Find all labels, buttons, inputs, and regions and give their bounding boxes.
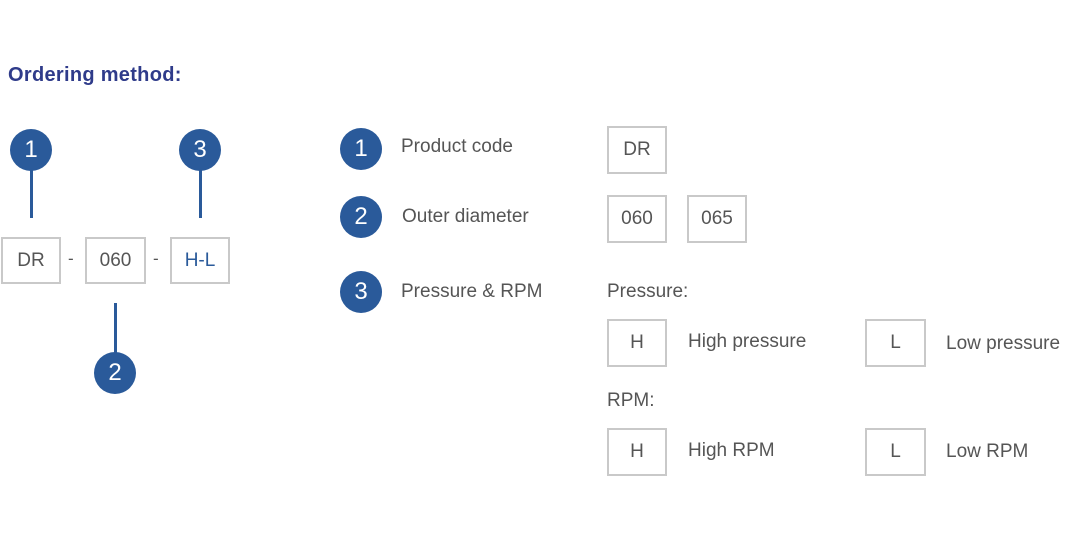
rpm-high-box: H: [607, 428, 667, 476]
marker-1-connector: [30, 170, 33, 218]
code-separator: -: [68, 249, 74, 268]
marker-3-badge: 3: [179, 129, 221, 171]
pressure-heading: Pressure:: [607, 281, 689, 302]
marker-2-badge: 2: [94, 352, 136, 394]
diameter-box-060: 060: [607, 195, 667, 243]
pressure-low-label: Low pressure: [946, 333, 1061, 354]
marker-1-badge: 1: [10, 129, 52, 171]
code-box-product: DR: [1, 237, 61, 284]
code-separator: -: [153, 249, 159, 268]
pressure-low-box: L: [865, 319, 926, 367]
legend-2-label: Outer diameter: [402, 206, 529, 227]
legend-2-badge: 2: [340, 196, 382, 238]
rpm-heading: RPM:: [607, 390, 655, 411]
marker-3-connector: [199, 170, 202, 218]
legend-3-label: Pressure & RPM: [401, 281, 543, 302]
rpm-high-label: High RPM: [688, 440, 775, 461]
legend-3-badge: 3: [340, 271, 382, 313]
rpm-low-label: Low RPM: [946, 441, 1029, 462]
legend-1-badge: 1: [340, 128, 382, 170]
pressure-high-label: High pressure: [688, 331, 807, 352]
legend-1-label: Product code: [401, 136, 513, 157]
code-box-diameter: 060: [85, 237, 146, 284]
code-box-pressure-rpm: H-L: [170, 237, 230, 284]
diameter-box-065: 065: [687, 195, 747, 243]
page-title: Ordering method:: [8, 64, 182, 86]
product-code-box: DR: [607, 126, 667, 174]
marker-2-connector: [114, 303, 117, 354]
pressure-high-box: H: [607, 319, 667, 367]
rpm-low-box: L: [865, 428, 926, 476]
